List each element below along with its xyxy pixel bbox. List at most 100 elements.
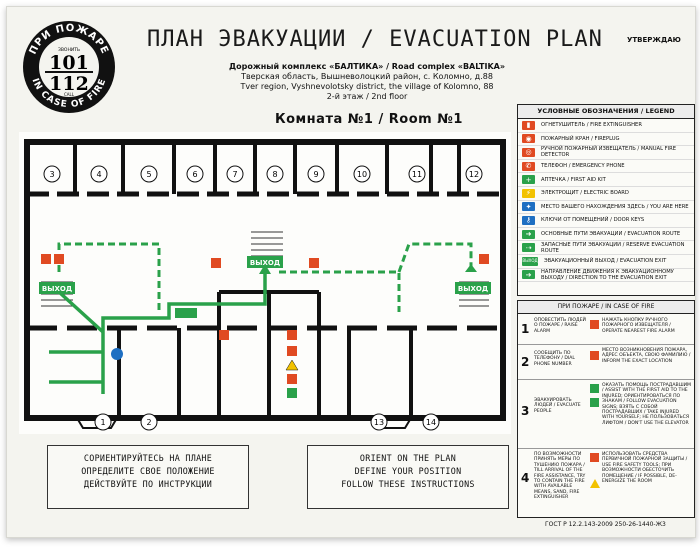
legend-item: ◎РУЧНОЙ ПОЖАРНЫЙ ИЗВЕЩАТЕЛЬ / MANUAL FIR… bbox=[518, 146, 694, 160]
room-number: Комната №1 / Room №1 bbox=[275, 112, 463, 127]
exit-sign-left: ВЫХОД bbox=[39, 282, 75, 294]
fire-step: 3 ЭВАКУИРОВАТЬ ЛЮДЕЙ / EVACUATE PEOPLE О… bbox=[518, 380, 694, 449]
instruction-en-line: DEFINE YOUR POSITION bbox=[354, 466, 462, 476]
fire-extinguisher-icon bbox=[219, 330, 229, 340]
legend-item-label: ОСНОВНЫЕ ПУТИ ЭВАКУАЦИИ / EVACUATION ROU… bbox=[541, 231, 681, 238]
you-are-here-icon: ✦ bbox=[522, 202, 535, 212]
step-detail: МЕСТО ВОЗНИКНОВЕНИЯ ПОЖАРА, АДРЕС ОБЪЕКТ… bbox=[602, 348, 691, 364]
main-route bbox=[49, 272, 267, 394]
instruction-en-line: FOLLOW THESE INSTRUCTIONS bbox=[341, 479, 475, 489]
room-numbers: 3 4 5 6 7 8 9 10 11 12 1 2 13 14 bbox=[43, 165, 483, 431]
room-label: 11 bbox=[412, 170, 422, 179]
logo-number-112: 112 bbox=[49, 73, 89, 95]
legend-item-label: АПТЕЧКА / FIRST AID KIT bbox=[541, 176, 606, 183]
legend-item-label: ЭВАКУАЦИОННЫЙ ВЫХОД / EVACUATION EXIT bbox=[544, 258, 667, 265]
legend-item-label: ЭЛЕКТРОЩИТ / ELECTRIC BOARD bbox=[541, 190, 629, 197]
subtitle-line-4: 2-й этаж / 2nd floor bbox=[326, 92, 408, 101]
instruction-ru-line: СОРИЕНТИРУЙТЕСЬ НА ПЛАНЕ bbox=[83, 453, 213, 463]
manual-detector-icon bbox=[287, 330, 297, 340]
fire-extinguisher-icon bbox=[41, 254, 51, 264]
step-detail: НАЖАТЬ КНОПКУ РУЧНОГО ПОЖАРНОГО ИЗВЕЩАТЕ… bbox=[602, 318, 675, 334]
legend-item: ✆ТЕЛЕФОН / EMERGENCY PHONE bbox=[518, 160, 694, 174]
exit-direction-icon: ➔ bbox=[522, 270, 535, 280]
exit-label-right: ВЫХОД bbox=[458, 285, 488, 293]
legend-item-label: ЗАПАСНЫЕ ПУТИ ЭВАКУАЦИИ / RESERVE EVACUA… bbox=[541, 241, 685, 254]
exit-sign-center: ВЫХОД bbox=[247, 256, 283, 268]
room-label: 14 bbox=[426, 418, 436, 427]
legend-item: ◉ ПОЖАРНЫЙ КРАН / FIREPLUG bbox=[518, 133, 694, 147]
fire-step: 4 ПО ВОЗМОЖНОСТИ ПРИНЯТЬ МЕРЫ ПО ТУШЕНИЮ… bbox=[518, 449, 694, 515]
subtitle-line-1: Дорожный комплекс «БАЛТИКА» / Road compl… bbox=[228, 62, 506, 71]
fire-step: 1 ОПОВЕСТИТЬ ЛЮДЕЙ О ПОЖАРЕ / RAISE ALAR… bbox=[518, 314, 694, 345]
subtitle-line-2: Тверская область, Вышневолоцкий район, с… bbox=[241, 72, 493, 81]
step-detail: ИСПОЛЬЗОВАТЬ СРЕДСТВА ПЕРВИЧНОЙ ПОЖАРНОЙ… bbox=[602, 452, 688, 485]
room-label: 4 bbox=[96, 170, 101, 179]
legend-item-label: ПОЖАРНЫЙ КРАН / FIREPLUG bbox=[541, 135, 620, 142]
room-label: 1 bbox=[100, 418, 105, 427]
legend-item: ⚷ КЛЮЧИ ОТ ПОМЕЩЕНИЙ / DOOR KEYS bbox=[518, 214, 694, 228]
fireplug-icon: ◉ bbox=[522, 134, 535, 144]
floor-plan: ВЫХОД ВЫХОД ВЫХОД 3 4 5 6 7 8 bbox=[19, 132, 511, 434]
legend-item-label: НАПРАВЛЕНИЕ ДВИЖЕНИЯ К ЭВАКУАЦИОННОМУ ВЫ… bbox=[541, 268, 674, 281]
phone-icon bbox=[287, 374, 297, 384]
plan-title: ПЛАН ЭВАКУАЦИИ / EVACUATION PLAN bbox=[147, 27, 603, 52]
electric-board-icon bbox=[590, 479, 600, 488]
first-aid-icon: + bbox=[522, 175, 535, 185]
instruction-ru-line: ДЕЙСТВУЙТЕ ПО ИНСТРУКЦИИ bbox=[83, 479, 213, 489]
approve-label: УТВЕРЖДАЮ bbox=[627, 36, 681, 44]
room-label: 10 bbox=[357, 170, 367, 179]
bottom-room-walls bbox=[117, 290, 413, 418]
fire-extinguisher-icon bbox=[309, 258, 319, 268]
fireplug-icon bbox=[287, 346, 297, 356]
fire-extinguisher-icon: ▮ bbox=[522, 120, 535, 130]
exit-sign-right: ВЫХОД bbox=[455, 282, 491, 294]
room-label: 3 bbox=[49, 170, 54, 179]
legend-item: + АПТЕЧКА / FIRST AID KIT bbox=[518, 173, 694, 187]
step-detail: ОКАЗАТЬ ПОМОЩЬ ПОСТРАДАВШИМ / ASSIST WIT… bbox=[602, 383, 692, 426]
room-label: 9 bbox=[313, 170, 318, 179]
room-label: 2 bbox=[146, 418, 151, 427]
room-label: 5 bbox=[146, 170, 151, 179]
reserve-route-icon: ⇢ bbox=[522, 243, 535, 253]
room-label: 8 bbox=[272, 170, 277, 179]
logo-number-101: 101 bbox=[49, 52, 89, 74]
subtitle-line-3: Tver region, Vyshnevolotsky district, th… bbox=[240, 82, 494, 91]
exit-sign-icon: ВЫХОД bbox=[522, 256, 538, 266]
legend-item: ➜ ОСНОВНЫЕ ПУТИ ЭВАКУАЦИИ / EVACUATION RO… bbox=[518, 228, 694, 242]
instruction-ru-line: ОПРЕДЕЛИТЕ СВОЕ ПОЛОЖЕНИЕ bbox=[81, 466, 215, 476]
step-action: ЭВАКУИРОВАТЬ ЛЮДЕЙ / EVACUATE PEOPLE bbox=[534, 398, 581, 414]
fire-step: 2 СООБЩИТЬ ПО ТЕЛЕФОНУ / DIAL PHONE NUMB… bbox=[518, 345, 694, 380]
electric-board-icon: ⚡ bbox=[522, 188, 535, 198]
route-arrow-icon: ➜ bbox=[522, 229, 535, 239]
legend-item-label: КЛЮЧИ ОТ ПОМЕЩЕНИЙ / DOOR KEYS bbox=[541, 217, 645, 224]
you-are-here-icon bbox=[111, 348, 123, 360]
evacuation-plan-sheet: ПРИ ПОЖАРЕ IN CASE OF FIRE ЗВОНИТЬ 101 1… bbox=[6, 6, 696, 538]
legend-item: ▮ОГНЕТУШИТЕЛЬ / FIRE EXTINGUISHER bbox=[518, 119, 694, 133]
instruction-en-line: ORIENT ON THE PLAN bbox=[359, 453, 457, 463]
manual-detector-icon bbox=[590, 320, 599, 329]
legend-header: УСЛОВНЫЕ ОБОЗНАЧЕНИЯ / LEGEND bbox=[518, 105, 694, 119]
gost-standard: ГОСТ Р 12.2.143-2009 250-26-1440-Ж3 bbox=[545, 521, 666, 528]
fire-header: ПРИ ПОЖАРЕ / IN CASE OF FIRE bbox=[518, 301, 694, 314]
fire-instructions-panel: ПРИ ПОЖАРЕ / IN CASE OF FIRE 1 ОПОВЕСТИТ… bbox=[517, 300, 695, 518]
room-label: 6 bbox=[192, 170, 197, 179]
fireplug-icon bbox=[54, 254, 64, 264]
fire-call-logo: ПРИ ПОЖАРЕ IN CASE OF FIRE ЗВОНИТЬ 101 1… bbox=[23, 21, 115, 113]
first-aid-icon bbox=[287, 388, 297, 398]
room-label: 7 bbox=[232, 170, 237, 179]
electric-board-icon bbox=[285, 359, 299, 371]
exit-label-center: ВЫХОД bbox=[250, 259, 280, 267]
step-action: ОПОВЕСТИТЬ ЛЮДЕЙ О ПОЖАРЕ / RAISE ALARM bbox=[534, 318, 586, 334]
legend-item-label: РУЧНОЙ ПОЖАРНЫЙ ИЗВЕЩАТЕЛЬ / MANUAL FIRE… bbox=[541, 146, 677, 159]
legend-item: ✦ МЕСТО ВАШЕГО НАХОЖДЕНИЯ ЗДЕСЬ / YOU ARE… bbox=[518, 201, 694, 215]
step-action: СООБЩИТЬ ПО ТЕЛЕФОНУ / DIAL PHONE NUMBER bbox=[534, 351, 575, 367]
fire-extinguisher-icon bbox=[590, 453, 599, 462]
legend-item-label: МЕСТО ВАШЕГО НАХОЖДЕНИЯ ЗДЕСЬ / YOU ARE … bbox=[541, 203, 689, 210]
phone-icon bbox=[590, 351, 599, 360]
logo-call-text: CALL bbox=[64, 92, 75, 97]
outer-wall bbox=[24, 139, 506, 421]
fire-extinguisher-icon bbox=[211, 258, 221, 268]
step-number: 3 bbox=[521, 404, 530, 418]
door-keys-icon: ⚷ bbox=[522, 215, 535, 225]
exit-label-left: ВЫХОД bbox=[42, 285, 72, 293]
